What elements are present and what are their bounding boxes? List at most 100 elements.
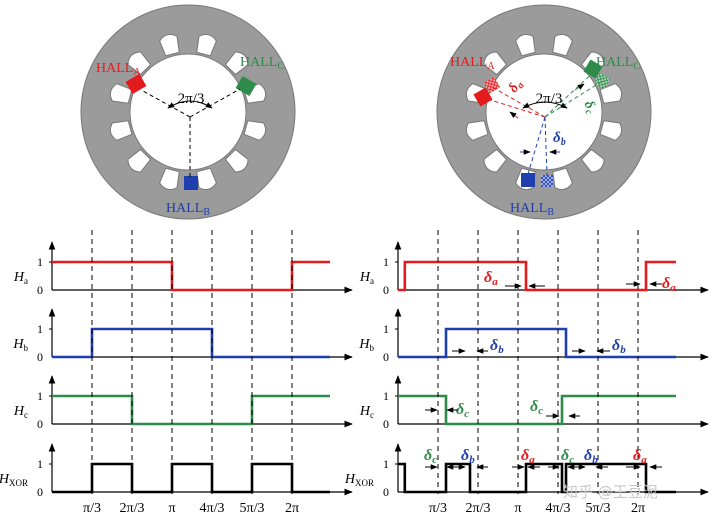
hall-b-ideal-right xyxy=(541,175,553,187)
stator-slot xyxy=(109,83,133,104)
stator-slot xyxy=(224,51,249,76)
hall-c-sensor-right xyxy=(583,59,603,79)
hall-b-label-right: HALLB xyxy=(510,201,554,218)
x-tick-right: 2π/3 xyxy=(466,501,491,516)
right-delta-annotations: δa δa δb δb δc δc δc δb δa δc δb xyxy=(424,269,676,470)
delta-c-hc-2: δc xyxy=(530,398,543,417)
stator-slot xyxy=(580,148,605,173)
delta-b-xor-2: δb xyxy=(584,447,598,466)
y-label-Hc: Hc xyxy=(359,404,374,420)
stator-slot xyxy=(599,120,623,141)
wave-left-HXOR xyxy=(52,462,330,494)
wave-left-Ha xyxy=(52,260,330,292)
angle-label-right: 2π/3 xyxy=(536,91,563,107)
x-tick-right: π xyxy=(514,501,521,516)
delta-a-xor-2: δa xyxy=(633,447,647,466)
hall-a-sensor-right xyxy=(473,87,493,107)
y-tick-zero: 0 xyxy=(37,350,43,364)
y-label-Hb: Hb xyxy=(358,337,374,353)
stator-slot xyxy=(109,120,133,141)
delta-c-xor-1: δc xyxy=(424,447,437,466)
y-tick-one: 1 xyxy=(37,457,43,471)
stator-slot xyxy=(224,148,249,173)
stator-slots-right xyxy=(465,33,623,191)
hall-c-sensor-left xyxy=(235,75,257,97)
stator-slot xyxy=(599,83,623,104)
stator-slots-left xyxy=(109,33,267,191)
delta-b-motor-label: δb xyxy=(553,130,566,148)
y-tick-zero: 0 xyxy=(383,350,389,364)
y-tick-one: 1 xyxy=(37,322,43,336)
stator-slot xyxy=(196,167,217,191)
stator-slot xyxy=(515,33,536,57)
hall-b-label-left: HALLB xyxy=(166,201,210,218)
watermark: 知乎 @王豆泥 xyxy=(563,483,658,501)
y-tick-one: 1 xyxy=(37,389,43,403)
wave-right-HXOR xyxy=(398,462,676,494)
stator-slot xyxy=(196,33,217,57)
y-label-Ha: Ha xyxy=(359,270,374,286)
stator-slot xyxy=(127,51,152,76)
stator-slot xyxy=(552,33,573,57)
rotor-bore-right xyxy=(485,53,603,171)
y-tick-zero: 0 xyxy=(37,417,43,431)
x-tick-left: π xyxy=(168,501,175,516)
y-tick-zero: 0 xyxy=(37,485,43,499)
y-tick-zero: 0 xyxy=(383,283,389,297)
x-tick-left: π/3 xyxy=(83,501,101,516)
stator-slot xyxy=(465,120,489,141)
hall-b-sensor-right xyxy=(521,173,535,187)
delta-c-hc-1: δc xyxy=(456,401,469,420)
delta-a-ha-2: δa xyxy=(662,275,676,294)
x-tick-left: 4π/3 xyxy=(200,501,225,516)
wave-left-Hb xyxy=(52,327,330,359)
y-tick-one: 1 xyxy=(383,457,389,471)
delta-a-xor-1: δa xyxy=(521,447,535,466)
x-tick-right: π/3 xyxy=(429,501,447,516)
delta-b-xor-1: δb xyxy=(461,447,475,466)
angle-label-left: 2π/3 xyxy=(178,91,205,107)
stator-slot xyxy=(159,33,180,57)
y-label-HXOR: HXOR xyxy=(344,472,374,488)
stator-slot xyxy=(243,120,267,141)
rotor-bore-left xyxy=(129,53,247,171)
y-tick-one: 1 xyxy=(383,255,389,269)
stator-slot xyxy=(127,148,152,173)
delta-b-hb-1: δb xyxy=(490,337,504,356)
wave-right-Ha xyxy=(398,260,676,292)
x-tick-right: 4π/3 xyxy=(546,501,571,516)
wave-right-Hb xyxy=(398,327,676,359)
x-tick-left: 5π/3 xyxy=(240,501,265,516)
y-tick-zero: 0 xyxy=(37,283,43,297)
x-tick-right: 5π/3 xyxy=(586,501,611,516)
x-tick-left: 2π xyxy=(285,501,299,516)
hall-b-sensor-left xyxy=(184,176,198,190)
delta-b-hb-2: δb xyxy=(612,337,626,356)
hall-a-sensor-left xyxy=(125,73,147,95)
y-label-Hb: Hb xyxy=(12,337,28,353)
y-tick-one: 1 xyxy=(383,322,389,336)
hall-c-label-right: HALLC xyxy=(596,55,640,72)
stator-slot xyxy=(159,167,180,191)
stator-slot xyxy=(552,167,573,191)
y-label-Ha: Ha xyxy=(13,270,28,286)
y-tick-one: 1 xyxy=(37,255,43,269)
hall-c-label-left: HALLC xyxy=(240,55,284,72)
y-tick-one: 1 xyxy=(383,389,389,403)
stator-slot xyxy=(483,51,508,76)
y-label-Hc: Hc xyxy=(13,404,28,420)
y-label-HXOR: HXOR xyxy=(0,472,28,488)
x-tick-left: 2π/3 xyxy=(120,501,145,516)
x-tick-right: 2π xyxy=(631,501,645,516)
hall-a-label-right: HALLA xyxy=(450,55,495,72)
y-tick-zero: 0 xyxy=(383,485,389,499)
hall-a-label-left: HALLA xyxy=(96,61,141,78)
delta-a-ha-1: δa xyxy=(484,269,498,288)
stator-slot xyxy=(483,148,508,173)
motor-right: 2π/3 HALLA HALLC HALLB δa δc δb xyxy=(436,4,652,220)
hall-c-ideal-right xyxy=(593,72,611,90)
y-tick-zero: 0 xyxy=(383,417,389,431)
motor-left: 2π/3 HALLA HALLC HALLB xyxy=(80,4,296,220)
